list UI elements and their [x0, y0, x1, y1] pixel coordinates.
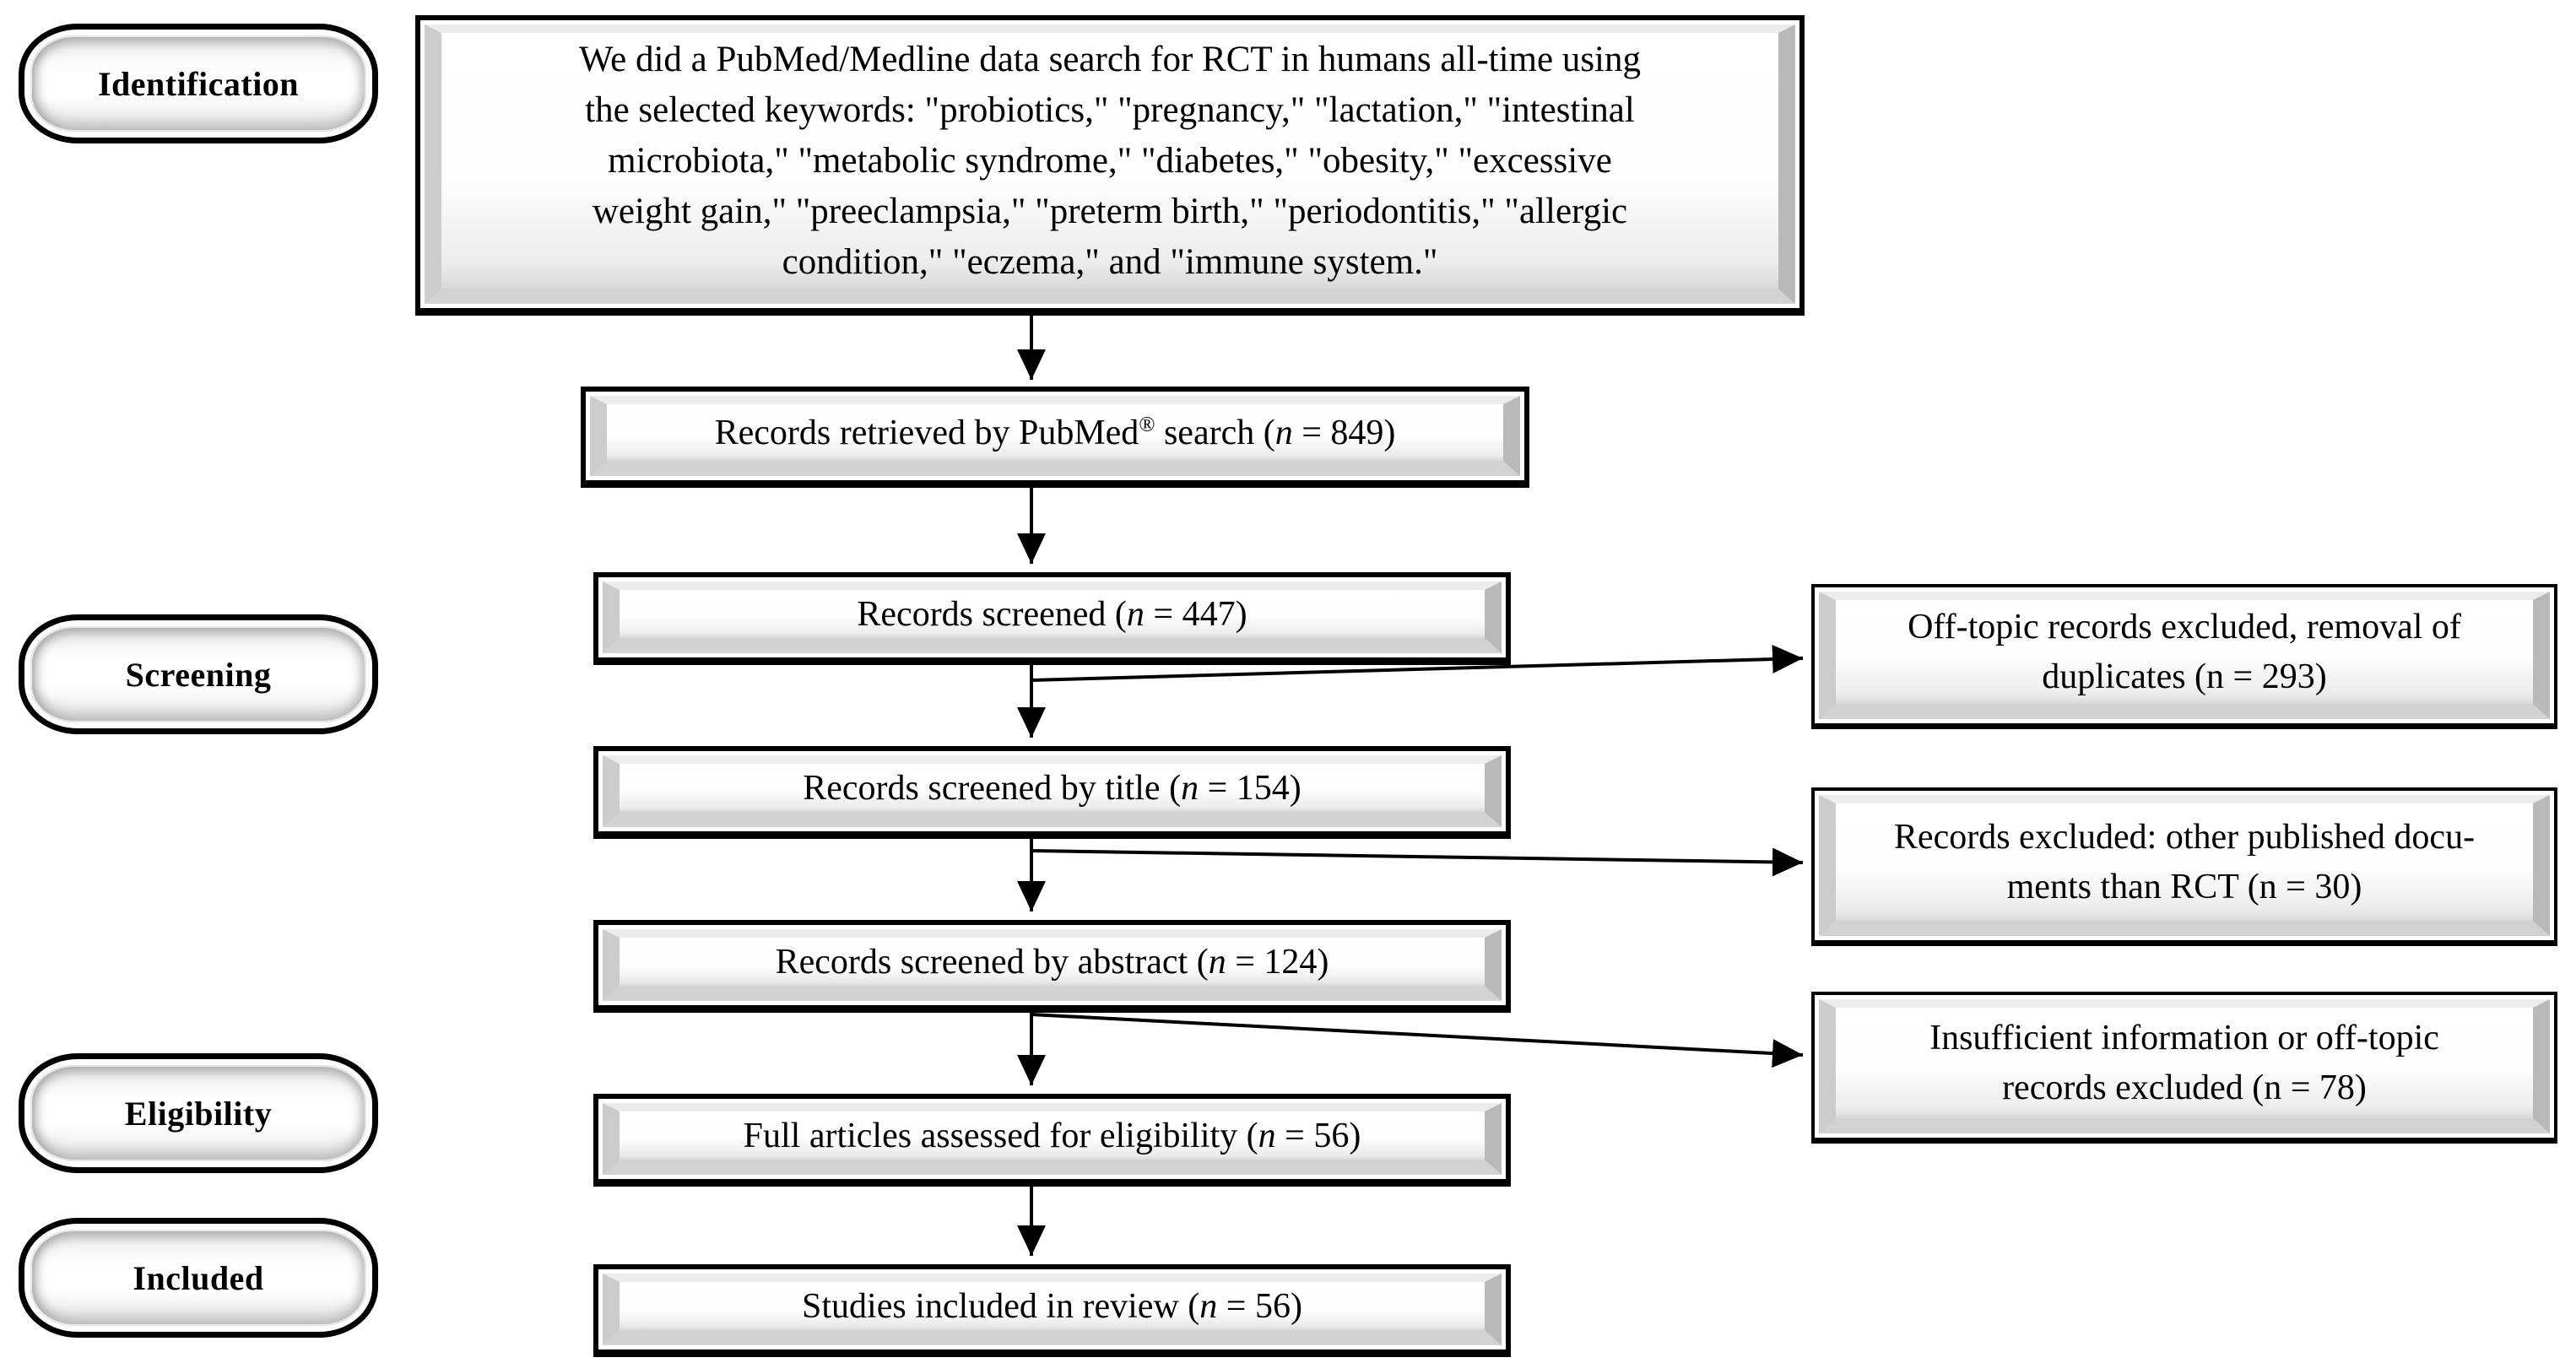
stage-label: Eligibility [124, 1094, 273, 1133]
stage-lens: Identification [30, 35, 366, 132]
exclusion-line: duplicates (n = 293) [2042, 657, 2327, 696]
flow-box-screened-by-title: Records screened by title (n = 154) [593, 746, 1511, 839]
stage-lens: Included [30, 1230, 366, 1326]
stage-label: Included [133, 1258, 264, 1297]
flow-box-label: Full articles assessed for eligibility (… [743, 1116, 1361, 1155]
flow-box-records-retrieved: Records retrieved by PubMed® search (n =… [581, 387, 1529, 488]
exclusion-line: Off-topic records excluded, removal of [1908, 607, 2461, 646]
search-line: condition," "eczema," and "immune system… [782, 241, 1438, 282]
stage-included: Included [19, 1218, 378, 1338]
search-strategy-box: We did a PubMed/Medline data search for … [415, 15, 1805, 316]
search-line: weight gain," "preeclampsia," "preterm b… [592, 191, 1628, 231]
flow-box-fulltext-assessed: Full articles assessed for eligibility (… [593, 1094, 1511, 1187]
stage-label: Screening [125, 655, 272, 694]
flow-box-label: Records retrieved by PubMed® search (n =… [714, 413, 1396, 452]
exclusion-line: Insufficient information or off-topic [1929, 1018, 2439, 1057]
search-strategy-text: We did a PubMed/Medline data search for … [425, 24, 1795, 304]
stage-identification: Identification [19, 24, 378, 143]
search-line: We did a PubMed/Medline data search for … [578, 39, 1642, 79]
stage-label: Identification [97, 64, 300, 103]
flow-box-screened-by-abstract: Records screened by abstract (n = 124) [593, 920, 1511, 1013]
flow-box-records-screened: Records screened (n = 447) [593, 572, 1511, 665]
stage-eligibility: Eligibility [19, 1053, 378, 1173]
search-line: the selected keywords: "probiotics," "pr… [585, 89, 1635, 130]
exclusion-box-offtopic-duplicates: Off-topic records excluded, removal of d… [1811, 584, 2557, 729]
stage-screening: Screening [19, 614, 378, 734]
exclusion-line: ments than RCT (n = 30) [2006, 867, 2362, 906]
flow-box-studies-included: Studies included in review (n = 56) [593, 1264, 1511, 1357]
arrow-branch-excluded-2 [1031, 847, 1804, 877]
exclusion-box-not-rct: Records excluded: other published docu- … [1811, 787, 2557, 946]
search-line: microbiota," "metabolic syndrome," "diab… [608, 140, 1612, 181]
flow-box-label: Records screened by abstract (n = 124) [775, 942, 1329, 982]
stage-lens: Screening [30, 626, 366, 722]
exclusion-line: records excluded (n = 78) [2002, 1068, 2367, 1107]
arrow-branch-excluded-3 [1031, 1013, 1804, 1068]
flow-box-label: Records screened (n = 447) [857, 594, 1247, 634]
exclusion-box-insufficient-info: Insufficient information or off-topic re… [1811, 992, 2557, 1144]
stage-lens: Eligibility [30, 1065, 366, 1161]
arrow-branch-excluded-1 [1031, 645, 1804, 682]
exclusion-line: Records excluded: other published docu- [1893, 817, 2476, 857]
flow-box-label: Records screened by title (n = 154) [803, 768, 1302, 808]
flow-box-label: Studies included in review (n = 56) [802, 1286, 1302, 1326]
